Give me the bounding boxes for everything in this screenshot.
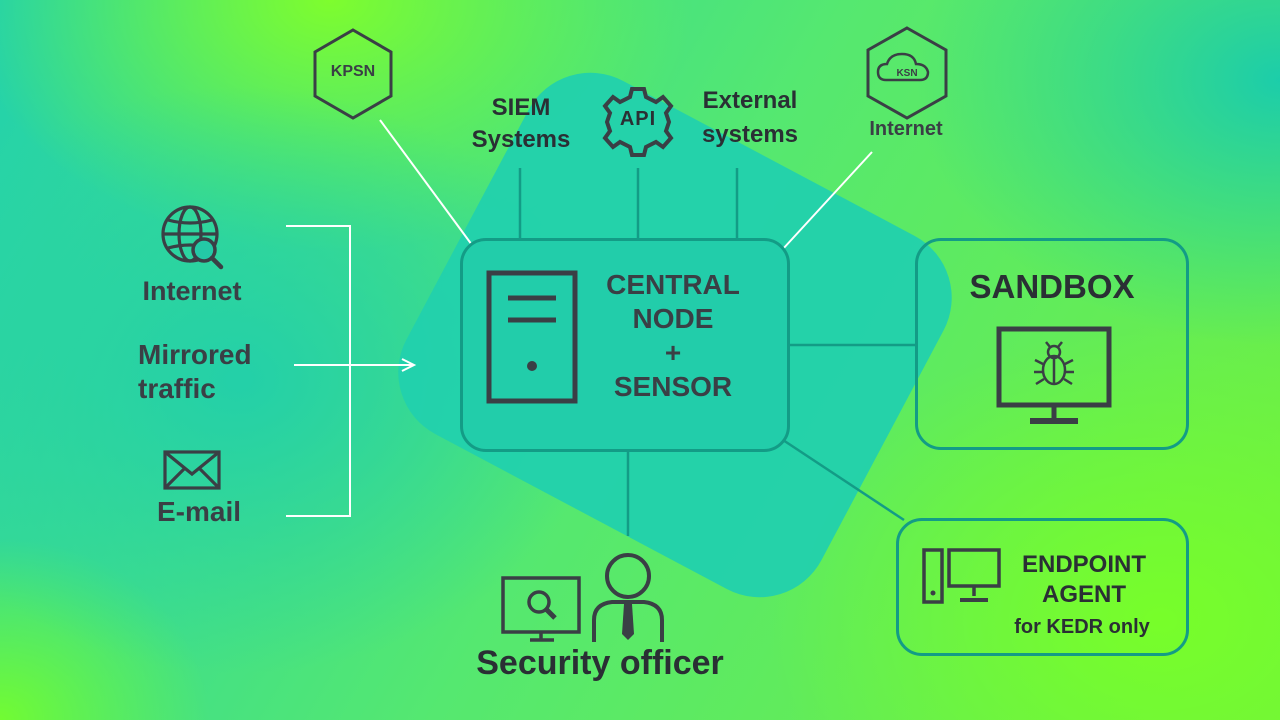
bug-icon [1034,341,1074,386]
sandbox-label: SANDBOX [969,268,1135,305]
endpoint-connector [782,438,905,522]
kpsn-label: KPSN [330,63,376,80]
ksn-connector [781,151,873,251]
endpoint-note: for KEDR only [1014,616,1150,638]
central-node-label: CENTRAL NODE + SENSOR [590,268,756,404]
sandbox-box [915,238,1189,450]
sources-arrow-head [401,358,417,372]
teal-connectors [518,168,916,536]
ksn-hexagon-icon [866,26,948,120]
siem-label: SIEM Systems [460,92,582,156]
monitor-bug-icon [996,326,1112,424]
mirrored-line1: Mirrored [138,339,252,370]
kpsn-hexagon-icon [313,28,393,120]
source-internet-label: Internet [142,276,242,306]
monitor-search-icon [501,576,581,642]
central-line3: + [664,337,682,368]
white-connectors [286,119,873,517]
server-icon [486,270,578,404]
cloud-icon [876,52,930,82]
central-line2: NODE [632,303,714,334]
endpoint-agent-box [896,518,1189,656]
siem-label-line2: Systems [471,126,571,153]
siem-label-line1: SIEM [491,94,551,121]
endpoint-line2: AGENT [1042,581,1126,608]
source-email-label: E-mail [156,496,242,527]
source-mirrored-traffic-label: Mirrored traffic [138,338,252,406]
globe-search-icon [161,205,224,270]
endpoint-agent-label: ENDPOINT AGENT [1006,550,1162,610]
sources-bracket [286,225,351,517]
kpsn-connector [379,119,473,246]
envelope-icon [163,450,221,490]
endpoint-line1: ENDPOINT [1021,551,1146,578]
external-label-line2: systems [701,121,799,148]
external-systems-label: External systems [686,84,814,152]
api-gear-icon [602,87,674,157]
mirrored-line2: traffic [138,373,216,404]
central-line4: SENSOR [613,371,733,402]
external-label-line1: External [702,87,798,114]
api-label: API [619,108,657,130]
ksn-internet-label: Internet [869,118,943,140]
security-officer-label: Security officer [476,644,724,682]
ksn-icon-label: KSN [896,68,918,79]
computer-icon [922,548,1001,604]
central-line1: CENTRAL [606,269,740,300]
security-officer-icon [501,553,664,642]
person-icon [592,553,664,642]
